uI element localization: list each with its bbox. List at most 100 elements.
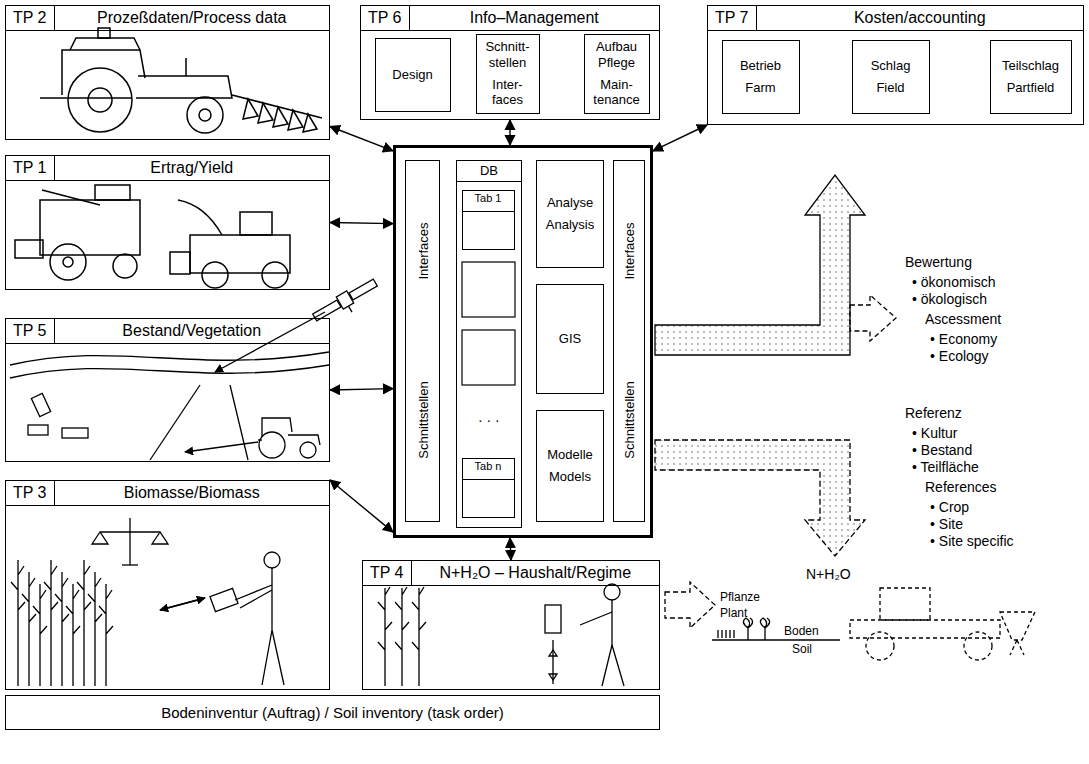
annotation-label: Ascessment	[925, 311, 1001, 327]
output-arrows	[850, 295, 896, 341]
biomass-sampling	[88, 572, 102, 686]
water-nitrogen-sampling	[549, 674, 557, 680]
vegetation-map	[185, 442, 258, 452]
annotation-label: References	[925, 479, 997, 495]
harvesters	[262, 262, 288, 288]
annotation-label: Boden	[784, 624, 819, 638]
box-label: Analyse	[547, 195, 593, 211]
biomass-sampling	[271, 568, 272, 630]
water-nitrogen-sampling	[412, 587, 426, 686]
vegetation-map	[230, 385, 248, 460]
annotation-label: • Site specific	[930, 533, 1014, 549]
biomass-sampling	[152, 532, 168, 544]
harvesters	[240, 212, 272, 235]
part-title: Info–Management	[410, 6, 660, 30]
spreader-tractor	[1010, 640, 1024, 655]
annotation-label: Referenz	[905, 405, 962, 421]
design-box: Design	[375, 38, 451, 112]
db-table-boxes	[462, 262, 515, 317]
box-label: Main- tenance	[587, 77, 647, 108]
harvesters	[42, 190, 100, 205]
output-arrows	[655, 175, 865, 355]
biomass-sampling	[160, 598, 205, 610]
biomass-sampling	[210, 588, 238, 611]
header-row: TP 1Ertrag/Yield	[6, 156, 329, 181]
output-arrows	[665, 582, 715, 628]
harvesters	[113, 254, 137, 278]
water-nitrogen-sampling	[378, 587, 392, 686]
spreader-tractor	[760, 618, 769, 640]
vegetation-map	[259, 432, 285, 458]
annotation-label: N+H₂O	[806, 566, 851, 582]
header-row: TP 3Biomasse/Biomass	[6, 481, 329, 506]
plough-tractor	[136, 76, 232, 98]
harvesters	[50, 244, 86, 280]
db-table-boxes	[462, 330, 515, 385]
data-flow-arrow	[653, 125, 707, 151]
biomass-sampling	[99, 584, 113, 686]
annotation-label: Soil	[792, 642, 812, 656]
part-number: TP 5	[6, 319, 55, 343]
spreader-tractor	[712, 588, 1035, 660]
water-nitrogen-sampling	[604, 584, 620, 600]
soil-inventory-band: Bodeninventur (Auftrag) / Soil inventory…	[5, 695, 660, 730]
table-box: Tab n	[462, 458, 515, 518]
water-nitrogen-sampling	[378, 584, 624, 686]
plough-tractor	[62, 50, 145, 95]
header-row: TP 2Prozeßdaten/Process data	[6, 6, 329, 31]
annotation-label: • Teilfläche	[912, 459, 979, 475]
box-label: Tab n	[463, 459, 514, 480]
part-title: Prozeßdaten/Process data	[55, 6, 330, 30]
part-title: Ertrag/Yield	[55, 156, 330, 180]
plough-tractor	[288, 110, 303, 130]
spreader-tractor	[743, 618, 752, 640]
data-flow-arrow	[330, 223, 393, 224]
annotation-label: Pflanze	[720, 590, 760, 604]
header-row: TP 7Kosten/accounting	[708, 6, 1083, 31]
ellipsis-mark: · · ·	[478, 412, 500, 428]
db-table-boxes	[462, 262, 515, 385]
output-arrows	[655, 440, 865, 556]
vegetation-map	[215, 312, 325, 372]
field-box: SchlagField	[852, 40, 930, 114]
water-nitrogen-sampling	[580, 612, 612, 625]
models-box: ModelleModels	[536, 410, 604, 522]
box-label: Teilschlag	[1002, 58, 1059, 74]
database-column: DBTab 1Tab n	[456, 160, 522, 528]
plough-tractor	[98, 28, 110, 38]
vegetation-map	[28, 425, 48, 435]
vegetation-map	[31, 393, 50, 416]
spreader-tractor	[718, 630, 734, 638]
harvesters	[202, 262, 228, 288]
box-label: Schnittstellen	[622, 382, 637, 459]
box-label: Schlag	[871, 58, 911, 74]
vegetation-map	[336, 291, 353, 309]
harvesters	[95, 185, 130, 200]
plough-tractor	[258, 103, 273, 123]
data-flow-arrow	[510, 538, 511, 560]
biomass-sampling	[129, 518, 130, 565]
regime-box: TP 4N+H₂O – Haushalt/Regime	[362, 560, 660, 690]
spreader-tractor	[712, 639, 840, 640]
analysis-box: AnalyseAnalysis	[536, 160, 604, 268]
spreader-tractor	[866, 632, 894, 660]
box-label: Partfield	[1007, 80, 1055, 96]
part-number: TP 1	[6, 156, 55, 180]
box-label: Schnitt- stellen	[479, 39, 537, 70]
annotation-label: • Site	[930, 516, 963, 532]
process-data-box: TP 2Prozeßdaten/Process data	[5, 5, 330, 140]
part-number: TP 7	[708, 6, 757, 30]
spreader-tractor	[880, 588, 930, 620]
data-flow-arrow	[509, 120, 510, 145]
vegetation-map	[262, 418, 292, 437]
harvesters	[178, 200, 222, 235]
part-title: Biomasse/Biomass	[55, 481, 330, 505]
annotation-label: • Ecology	[930, 348, 989, 364]
plough-tractor	[243, 99, 258, 119]
vegetation-map	[10, 365, 329, 378]
vegetation-map	[10, 352, 329, 365]
water-nitrogen-sampling	[395, 587, 409, 686]
box-label: Analysis	[546, 217, 594, 233]
